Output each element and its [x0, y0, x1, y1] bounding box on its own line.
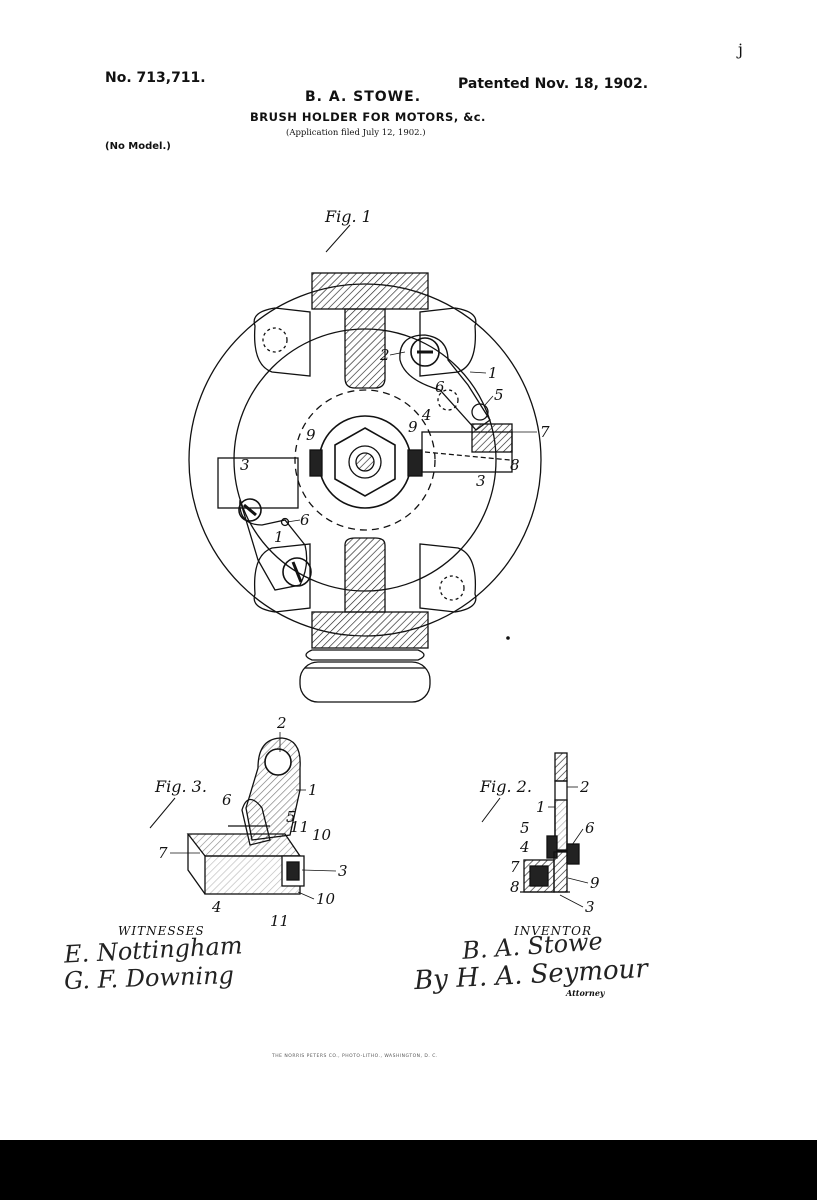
application-filed: (Application filed July 12, 1902.) [286, 128, 426, 138]
fig1-ref-2: 2 [379, 346, 390, 364]
ear-top-right [419, 307, 477, 377]
brush-right [407, 449, 423, 477]
fig3-ref-10b: 10 [316, 890, 336, 908]
fig3-label: Fig. 3. [154, 777, 207, 796]
fig2-top-block [554, 752, 568, 782]
ear-bottom-left [253, 543, 311, 613]
fig1-ref-4: 4 [421, 406, 432, 424]
fig3-ref-1: 1 [308, 781, 318, 799]
ear-top-left [253, 307, 311, 377]
fig3-ref-5: 5 [286, 808, 296, 826]
page-margin [745, 0, 817, 1140]
fig1-ref-6a: 6 [435, 378, 445, 396]
fig2-ref-5: 5 [520, 819, 530, 837]
fig1-ref-3a: 3 [476, 472, 486, 490]
fig2-ref-9: 9 [590, 874, 600, 892]
scan-bottom-border [0, 1140, 817, 1200]
fig2-ref-2: 2 [579, 778, 590, 796]
fig2-ref-3: 3 [585, 898, 595, 916]
arm-left [239, 499, 308, 591]
figure-1: Fig. 1 [188, 207, 542, 703]
inventor-name: B. A. STOWE. [305, 89, 422, 105]
fig1-ref-9a: 9 [306, 426, 316, 444]
printer-imprint: THE NORRIS PETERS CO., PHOTO-LITHO., WAS… [272, 1054, 438, 1059]
stray-dot [506, 636, 510, 640]
attorney-label: Attorney [566, 988, 605, 998]
figure-2: Fig. 2. [479, 752, 580, 893]
base-foot [299, 661, 431, 703]
fig1-label: Fig. 1 [324, 207, 372, 226]
inventor-label: INVENTOR [514, 924, 593, 938]
brush-box-left [217, 457, 299, 509]
hex-nut [334, 427, 396, 497]
brush-left [309, 449, 323, 477]
bottom-pole-shoe [311, 611, 429, 649]
patent-number: No. 713,711. [105, 70, 206, 86]
fig1-ref-9b: 9 [408, 418, 418, 436]
fig3-ref-11b: 11 [270, 912, 289, 930]
fig1-ref-8: 8 [510, 456, 520, 474]
fig1-ref-3b: 3 [240, 456, 250, 474]
fig3-ref-6: 6 [222, 791, 232, 809]
witnesses-label: WITNESSES [118, 924, 205, 938]
fig3-ref-10a: 10 [312, 826, 332, 844]
fig3-ref-7: 7 [158, 844, 168, 862]
fig3-ref-4: 4 [211, 898, 222, 916]
no-model-note: (No Model.) [105, 141, 171, 152]
patent-title: BRUSH HOLDER FOR MOTORS, &c. [250, 110, 486, 124]
fig1-ref-7: 7 [540, 423, 550, 441]
witness-signature-2: G. F. Downing [63, 961, 235, 995]
fig2-ref-4: 4 [519, 838, 530, 856]
figure-3: Fig. 3. [149, 737, 305, 895]
fig2-label: Fig. 2. [479, 777, 532, 796]
patent-drawings: Fig. 1 [149, 207, 600, 930]
fig2-ref-6: 6 [585, 819, 595, 837]
commutator-outline [294, 389, 436, 531]
ear-bottom-right [419, 543, 477, 613]
bottom-pole-stem [344, 537, 386, 613]
edge-mark: j [738, 40, 743, 59]
fig2-ref-1: 1 [536, 798, 546, 816]
fig1-ref-6b: 6 [300, 511, 310, 529]
fig1-ref-1b: 1 [274, 528, 284, 546]
fig3-ref-3: 3 [338, 862, 348, 880]
fig1-ref-1: 1 [488, 364, 498, 382]
fig2-ref-8: 8 [510, 878, 520, 896]
top-pole-shoe [311, 272, 429, 310]
arm-right [399, 334, 491, 431]
fig3-ref-11a: 11 [290, 818, 309, 836]
fig3-ref-2: 2 [276, 714, 287, 732]
patented-date: Patented Nov. 18, 1902. [458, 76, 649, 92]
fig2-ref-7: 7 [510, 858, 520, 876]
fig1-ref-5: 5 [494, 386, 504, 404]
top-pole-stem [344, 308, 386, 389]
